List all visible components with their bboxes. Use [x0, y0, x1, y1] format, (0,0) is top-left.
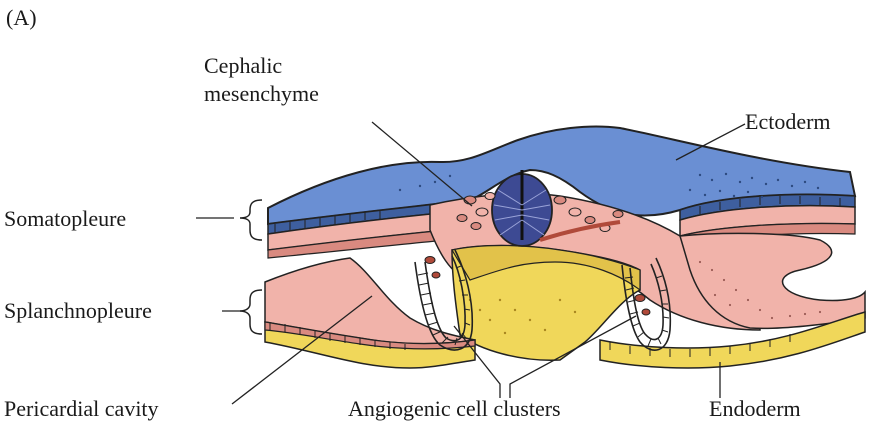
label-pericardial-cavity: Pericardial cavity [4, 397, 159, 421]
label-ectoderm: Ectoderm [745, 110, 831, 134]
label-cephalic-line1: Cephalic [204, 52, 319, 80]
label-cephalic-mesenchyme: Cephalic mesenchyme [204, 52, 319, 108]
label-endoderm: Endoderm [709, 397, 801, 421]
brackets [240, 200, 262, 334]
label-splanchnopleure: Splanchnopleure [4, 299, 152, 323]
panel-label: (A) [6, 6, 37, 30]
label-angiogenic-cell-clusters: Angiogenic cell clusters [348, 397, 561, 421]
bracket-splanchnopleure [240, 290, 262, 334]
bracket-somatopleure [240, 200, 262, 240]
label-somatopleure: Somatopleure [4, 207, 126, 231]
label-cephalic-line2: mesenchyme [204, 80, 319, 108]
